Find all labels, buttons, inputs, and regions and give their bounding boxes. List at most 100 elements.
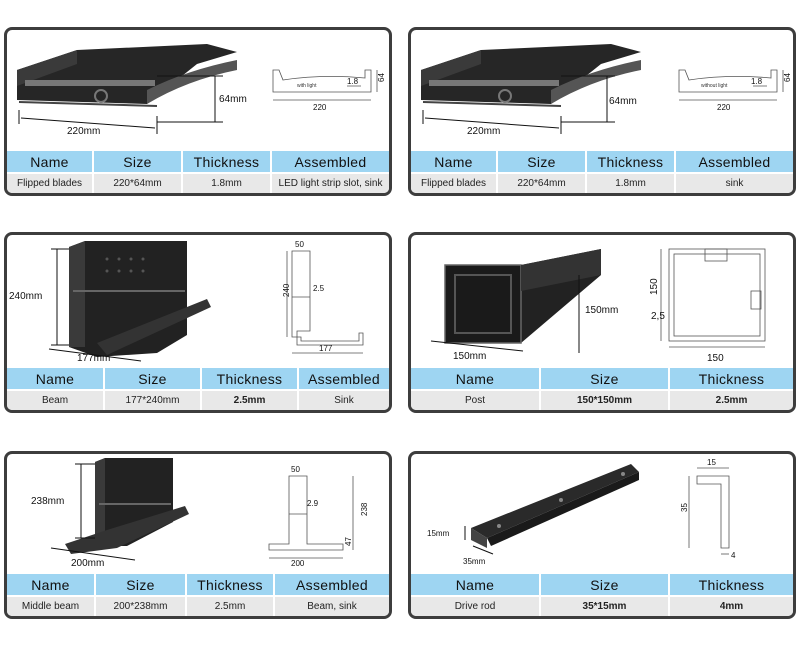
spec-table: Name Size Thickness Assembled Flipped bl… bbox=[7, 151, 389, 193]
header-thickness: Thickness bbox=[669, 574, 793, 596]
header-name: Name bbox=[411, 368, 541, 390]
drawing-height: 64 bbox=[377, 73, 386, 82]
cross-section-drawing bbox=[688, 467, 730, 555]
header-assembled: Assembled bbox=[675, 151, 793, 173]
product-size: 200*238mm bbox=[95, 595, 187, 616]
product-card-drive-rod: 15mm 35mm 15 35 4 Name Size Thickness Dr… bbox=[408, 451, 796, 619]
header-thickness: Thickness bbox=[586, 151, 676, 173]
spec-header-row: Name Size Thickness bbox=[411, 368, 793, 390]
height-dimension: 240mm bbox=[9, 291, 42, 302]
header-name: Name bbox=[7, 574, 96, 596]
drawing-width: 200 bbox=[291, 559, 305, 568]
product-assembled: LED light strip slot, sink bbox=[271, 172, 389, 193]
header-name: Name bbox=[7, 368, 105, 390]
height-dimension: 150mm bbox=[585, 305, 618, 316]
product-name: Middle beam bbox=[7, 595, 96, 616]
drawing-height: 64 bbox=[783, 73, 792, 82]
drawing-lip: 47 bbox=[344, 537, 353, 546]
spec-table: Name Size Thickness Assembled Middle bea… bbox=[7, 574, 389, 616]
cross-section-drawing bbox=[268, 475, 354, 559]
drawing-top: 50 bbox=[291, 465, 300, 474]
spec-table: Name Size Thickness Assembled Beam 177*2… bbox=[7, 368, 389, 410]
product-thickness: 4mm bbox=[669, 595, 793, 616]
profile-3d-render bbox=[471, 464, 639, 548]
header-size: Size bbox=[540, 368, 670, 390]
width-dimension: 177mm bbox=[77, 353, 110, 364]
header-size: Size bbox=[104, 368, 202, 390]
spec-header-row: Name Size Thickness Assembled bbox=[7, 368, 389, 390]
cross-section-drawing bbox=[272, 69, 378, 101]
height-dimension: 15mm bbox=[427, 529, 450, 538]
product-card-beam: 240mm 177mm 50 2.5 240 177 Name Size Thi… bbox=[4, 232, 392, 413]
spec-header-row: Name Size Thickness Assembled bbox=[411, 151, 793, 173]
header-name: Name bbox=[411, 151, 498, 173]
profile-3d-render bbox=[17, 44, 237, 107]
dimension-lines bbox=[48, 248, 142, 362]
drawing-thickness: 1.8 bbox=[751, 77, 763, 86]
cross-section-drawing bbox=[660, 248, 766, 348]
header-name: Name bbox=[411, 574, 541, 596]
product-size: 150*150mm bbox=[540, 389, 670, 410]
product-thickness: 1.8mm bbox=[586, 172, 676, 193]
product-card-flipped-blades-led: 220mm 64mm with light 1.8 220 64 Name Si… bbox=[4, 27, 392, 196]
height-dimension: 64mm bbox=[219, 94, 247, 105]
width-dimension: 220mm bbox=[67, 126, 100, 137]
product-assembled: Beam, sink bbox=[274, 595, 389, 616]
product-size: 220*64mm bbox=[497, 172, 587, 193]
product-illustration: 150mm 150mm 150 2,5 150 bbox=[411, 235, 793, 367]
drawing-width: 177 bbox=[319, 344, 333, 353]
cross-section-drawing bbox=[678, 69, 784, 101]
width-dimension: 200mm bbox=[71, 558, 104, 569]
product-thickness: 2.5mm bbox=[201, 389, 299, 410]
dimension-lines bbox=[430, 275, 580, 353]
spec-table: Name Size Thickness Assembled Flipped bl… bbox=[411, 151, 793, 193]
drawing-note: with light bbox=[297, 83, 317, 89]
width-dimension: 150mm bbox=[453, 351, 486, 362]
drawing-width: 220 bbox=[313, 103, 327, 112]
spec-value-row: Flipped blades 220*64mm 1.8mm sink bbox=[411, 172, 793, 193]
product-card-post: 150mm 150mm 150 2,5 150 Name Size Thickn… bbox=[408, 232, 796, 413]
dimension-lines bbox=[464, 526, 494, 555]
product-thickness: 2.5mm bbox=[669, 389, 793, 410]
width-dimension: 35mm bbox=[463, 557, 486, 566]
drawing-height: 238 bbox=[360, 502, 369, 516]
product-illustration: 240mm 177mm 50 2.5 240 177 bbox=[7, 235, 389, 367]
header-assembled: Assembled bbox=[271, 151, 389, 173]
width-dimension: 220mm bbox=[467, 126, 500, 137]
dimension-lines bbox=[422, 75, 615, 134]
product-illustration: 238mm 200mm 50 2.9 238 47 200 bbox=[7, 454, 389, 574]
cross-section-drawing bbox=[286, 250, 364, 354]
header-size: Size bbox=[95, 574, 187, 596]
height-dimension: 64mm bbox=[609, 96, 637, 107]
profile-3d-render bbox=[444, 249, 601, 344]
profile-3d-render bbox=[65, 458, 189, 554]
product-card-middle-beam: 238mm 200mm 50 2.9 238 47 200 Name Size … bbox=[4, 451, 392, 619]
product-size: 220*64mm bbox=[93, 172, 183, 193]
header-size: Size bbox=[93, 151, 183, 173]
product-thickness: 1.8mm bbox=[182, 172, 272, 193]
drawing-thickness: 1.8 bbox=[347, 77, 359, 86]
product-size: 177*240mm bbox=[104, 389, 202, 410]
spec-value-row: Flipped blades 220*64mm 1.8mm LED light … bbox=[7, 172, 389, 193]
product-size: 35*15mm bbox=[540, 595, 670, 616]
drawing-height: 150 bbox=[649, 278, 660, 295]
drawing-height: 240 bbox=[282, 283, 291, 297]
product-assembled: sink bbox=[675, 172, 793, 193]
product-card-flipped-blades-sink: 220mm 64mm without light 1.8 220 64 Name… bbox=[408, 27, 796, 196]
drawing-thickness: 2.9 bbox=[307, 499, 319, 508]
product-name: Flipped blades bbox=[7, 172, 94, 193]
header-size: Size bbox=[540, 574, 670, 596]
spec-table: Name Size Thickness Post 150*150mm 2.5mm bbox=[411, 368, 793, 410]
spec-value-row: Beam 177*240mm 2.5mm Sink bbox=[7, 389, 389, 410]
spec-value-row: Post 150*150mm 2.5mm bbox=[411, 389, 793, 410]
header-thickness: Thickness bbox=[186, 574, 275, 596]
drawing-width: 150 bbox=[707, 353, 724, 364]
header-thickness: Thickness bbox=[669, 368, 793, 390]
drawing-top: 50 bbox=[295, 240, 304, 249]
product-name: Drive rod bbox=[411, 595, 541, 616]
spec-header-row: Name Size Thickness Assembled bbox=[7, 574, 389, 596]
spec-value-row: Middle beam 200*238mm 2.5mm Beam, sink bbox=[7, 595, 389, 616]
product-illustration: 220mm 64mm without light 1.8 220 64 bbox=[411, 30, 793, 150]
header-assembled: Assembled bbox=[274, 574, 389, 596]
spec-value-row: Drive rod 35*15mm 4mm bbox=[411, 595, 793, 616]
